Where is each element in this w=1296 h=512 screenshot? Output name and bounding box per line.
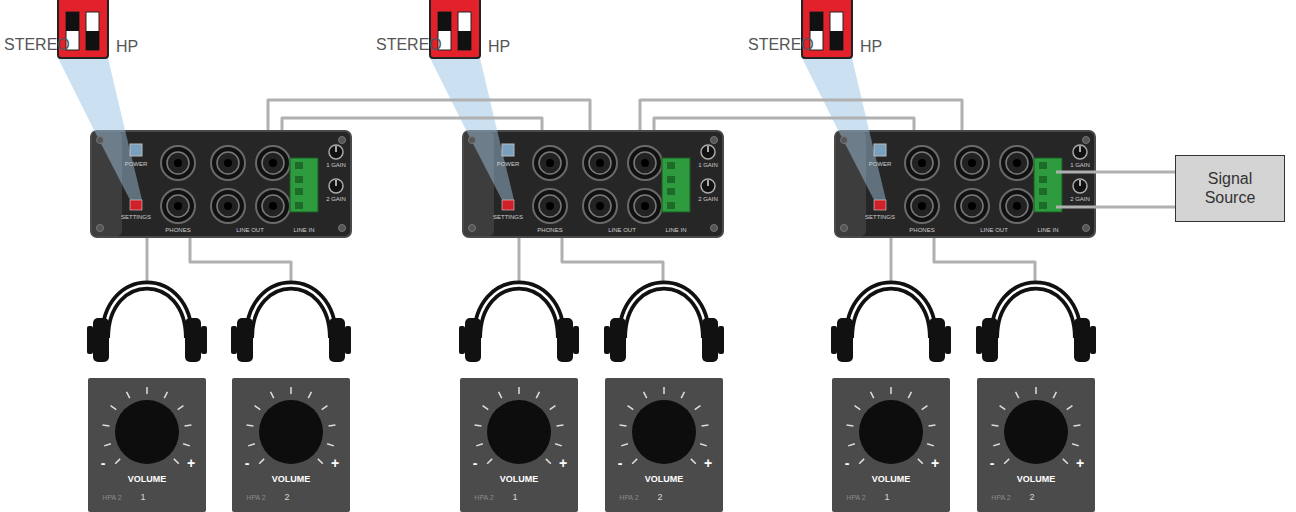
volume-sign: - [101, 456, 106, 471]
panel-label: LINE IN [293, 227, 314, 233]
signal-cable [640, 100, 962, 130]
dip-switch-magnifier [802, 0, 869, 130]
channel-label: 2 [657, 493, 662, 502]
volume-label: VOLUME [1017, 475, 1056, 484]
volume-knob [232, 378, 350, 512]
volume-label: VOLUME [500, 475, 539, 484]
volume-label: VOLUME [645, 475, 684, 484]
headphones [976, 286, 1096, 363]
volume-panel: - + VOLUME HPA 2 1 [460, 378, 578, 512]
panel-label: PHONES [165, 227, 190, 233]
volume-panel: - + VOLUME HPA 2 2 [977, 378, 1095, 512]
panel-label: 1 GAIN [1070, 162, 1090, 168]
volume-sign: + [1076, 456, 1084, 471]
volume-knob [832, 378, 950, 512]
amplifier-panel: POWER SETTINGS PHONES LINE OUT LINE IN 1 GAIN… [462, 130, 724, 238]
signal-cable [1096, 206, 1175, 209]
signal-cable [654, 118, 914, 130]
amplifier-body [462, 130, 724, 238]
switch-label: HP [860, 38, 882, 56]
panel-label: LINE OUT [980, 227, 1008, 233]
volume-sign: - [245, 456, 250, 471]
channel-label: 1 [512, 493, 517, 502]
volume-sign: + [559, 456, 567, 471]
volume-knob [605, 378, 723, 512]
volume-knob [460, 378, 578, 512]
switch-label: STEREO [376, 36, 442, 54]
volume-sign: + [187, 456, 195, 471]
channel-label: HPA 2 [846, 494, 865, 501]
volume-knob [977, 378, 1095, 512]
channel-label: 2 [1029, 493, 1034, 502]
panel-label: 1 GAIN [326, 162, 346, 168]
volume-panel: - + VOLUME HPA 2 1 [88, 378, 206, 512]
channel-label: HPA 2 [246, 494, 265, 501]
amplifier-panel: POWER SETTINGS PHONES LINE OUT LINE IN 1 GAIN… [834, 130, 1096, 238]
volume-sign: - [845, 456, 850, 471]
panel-label: 2 GAIN [698, 196, 718, 202]
volume-sign: + [704, 456, 712, 471]
panel-label: 2 GAIN [326, 196, 346, 202]
headphones [604, 286, 724, 363]
source-box: Signal Source [1175, 155, 1285, 222]
volume-label: VOLUME [872, 475, 911, 484]
volume-sign: - [473, 456, 478, 471]
volume-sign: + [931, 456, 939, 471]
channel-label: HPA 2 [991, 494, 1010, 501]
headphone-cable [147, 238, 291, 282]
panel-label: SETTINGS [121, 214, 151, 220]
amplifier-panel: POWER SETTINGS PHONES LINE OUT LINE IN 1 GAIN… [90, 130, 352, 238]
panel-label: LINE IN [665, 227, 686, 233]
amplifier-body [90, 130, 352, 238]
volume-panel: - + VOLUME HPA 2 1 [832, 378, 950, 512]
signal-cable [268, 100, 590, 130]
headphone-cable [891, 238, 1035, 282]
source-label: Signal Source [1186, 170, 1274, 207]
signal-cable [1096, 171, 1175, 174]
panel-label: PHONES [909, 227, 934, 233]
switch-label: HP [488, 38, 510, 56]
headphones [831, 286, 951, 363]
headphones [459, 286, 579, 363]
volume-sign: + [331, 456, 339, 471]
switch-label: STEREO [748, 36, 814, 54]
volume-label: VOLUME [272, 475, 311, 484]
channel-label: HPA 2 [474, 494, 493, 501]
volume-label: VOLUME [128, 475, 167, 484]
volume-knob [88, 378, 206, 512]
dip-switch-magnifier [430, 0, 497, 130]
channel-label: 1 [140, 493, 145, 502]
channel-label: 2 [284, 493, 289, 502]
panel-label: POWER [497, 161, 520, 167]
panel-label: SETTINGS [493, 214, 523, 220]
panel-label: POWER [125, 161, 148, 167]
volume-panel: - + VOLUME HPA 2 2 [232, 378, 350, 512]
channel-label: HPA 2 [102, 494, 121, 501]
headphones [231, 286, 351, 363]
panel-label: PHONES [537, 227, 562, 233]
switch-label: HP [116, 38, 138, 56]
panel-label: SETTINGS [865, 214, 895, 220]
volume-panel: - + VOLUME HPA 2 2 [605, 378, 723, 512]
panel-label: 1 GAIN [698, 162, 718, 168]
volume-sign: - [618, 456, 623, 471]
panel-label: 2 GAIN [1070, 196, 1090, 202]
switch-label: STEREO [4, 36, 70, 54]
headphones [87, 286, 207, 363]
dip-switch-magnifier [58, 0, 125, 130]
panel-label: LINE OUT [608, 227, 636, 233]
channel-label: 1 [884, 493, 889, 502]
panel-label: LINE IN [1037, 227, 1058, 233]
channel-label: HPA 2 [619, 494, 638, 501]
panel-label: LINE OUT [236, 227, 264, 233]
headphone-cable [519, 238, 663, 282]
volume-sign: - [990, 456, 995, 471]
signal-cable [282, 118, 542, 130]
amplifier-body [834, 130, 1096, 238]
panel-label: POWER [869, 161, 892, 167]
